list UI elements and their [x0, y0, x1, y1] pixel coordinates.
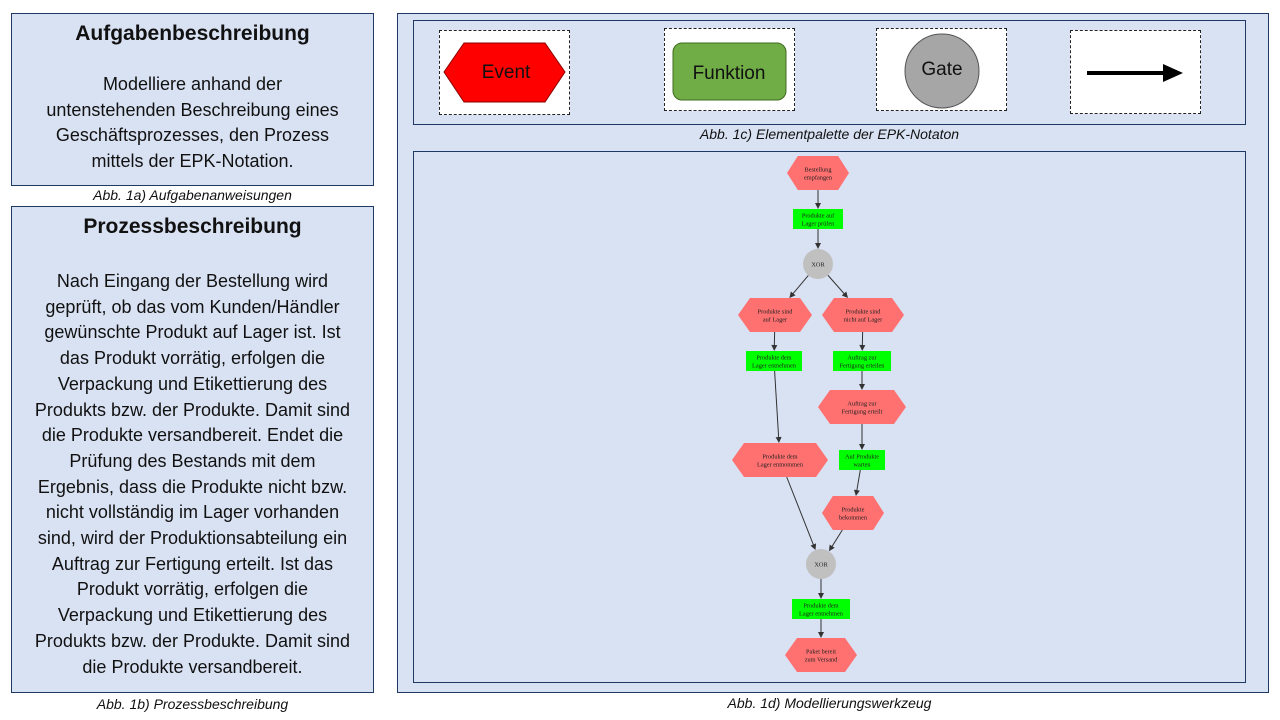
node-label: Auf Produkte: [845, 454, 879, 461]
node-label: Produkte dem: [762, 454, 797, 461]
edge-n6-n9[interactable]: [774, 370, 780, 439]
event-shape: [818, 390, 906, 424]
event-shape: Event: [443, 42, 566, 103]
edge-n9-n12[interactable]: [786, 476, 815, 546]
palette-caption: Abb. 1c) Elementpalette der EPK-Notaton: [699, 126, 960, 142]
edge-arrowhead: [771, 344, 778, 351]
edge-arrowhead: [815, 243, 821, 249]
function-shape: [839, 450, 885, 470]
node-label: Lager entnehmen: [799, 611, 844, 618]
event-shape: [785, 638, 857, 672]
edge-arrowhead: [841, 291, 848, 298]
edge-arrowhead: [859, 344, 866, 351]
gate-node-n3[interactable]: XOR: [803, 249, 833, 279]
edge-arrowhead: [815, 203, 821, 209]
event-shape: [732, 443, 828, 477]
process-title: Prozessbeschreibung: [83, 215, 302, 238]
edge-arrowhead: [818, 632, 824, 638]
edge-arrowhead: [810, 543, 817, 551]
node-label: zum Versand: [805, 657, 838, 664]
edge-arrowhead: [859, 384, 865, 390]
function-shape: [792, 599, 850, 619]
palette-gate-label: Gate: [921, 59, 962, 80]
process-panel: Prozessbeschreibung Nach Eingang der Bes…: [11, 206, 374, 693]
gate-shape: [806, 549, 836, 579]
palette-function[interactable]: Funktion: [664, 28, 795, 111]
gate-shape: [803, 249, 833, 279]
node-label: Produkte auf: [802, 213, 835, 220]
node-label: Auftrag zur: [847, 355, 877, 362]
function-shape: [793, 209, 843, 229]
task-panel: Aufgabenbeschreibung Modelliere anhand d…: [11, 13, 374, 186]
edge-n10-n11[interactable]: [856, 469, 861, 492]
edge-n3-n5[interactable]: [827, 274, 846, 295]
node-label: bekommen: [839, 515, 868, 522]
task-title: Aufgabenbeschreibung: [75, 22, 310, 45]
node-label: Lager entnommen: [757, 462, 804, 469]
node-label: empfangen: [804, 175, 833, 182]
node-label: Lager prüfen: [802, 221, 836, 228]
palette-connector[interactable]: [1070, 30, 1201, 114]
event-shape: [822, 496, 884, 530]
event-shape: [822, 298, 904, 332]
palette-gate[interactable]: Gate: [876, 28, 1007, 111]
node-label: Produkte sind: [846, 309, 882, 316]
gate-shape: Gate: [904, 33, 980, 109]
function-shape: [746, 351, 802, 371]
node-label: Bestellung: [805, 167, 833, 174]
node-label: XOR: [814, 562, 828, 569]
node-label: warten: [853, 462, 871, 469]
node-label: Produkte sind: [758, 309, 794, 316]
edge-arrowhead: [853, 489, 860, 496]
edge-n3-n4[interactable]: [792, 275, 809, 295]
palette-event[interactable]: Event: [439, 30, 570, 115]
node-label: Fertigung erteilt: [842, 409, 883, 416]
function-shape: [833, 351, 891, 371]
node-label: XOR: [811, 262, 825, 269]
task-text: Modelliere anhand der untenstehenden Bes…: [46, 74, 339, 172]
event-shape: [787, 156, 849, 190]
node-label: auf Lager: [763, 317, 788, 324]
node-label: Produkte dem: [803, 603, 838, 610]
gate-node-n12[interactable]: XOR: [806, 549, 836, 579]
edge-arrowhead: [818, 593, 824, 599]
node-label: Paket bereit: [806, 649, 836, 656]
arrow-icon: [1087, 64, 1183, 82]
node-label: Auftrag zur: [847, 401, 877, 408]
node-label: Fertigung erteilen: [840, 363, 886, 370]
task-caption: Abb. 1a) Aufgabenanweisungen: [93, 187, 292, 203]
edge-arrowhead: [859, 444, 865, 450]
process-caption: Abb. 1b) Prozessbeschreibung: [96, 696, 289, 712]
modeler-caption: Abb. 1d) Modellierungswerkzeug: [727, 695, 932, 711]
node-label: Produkte dem: [756, 355, 791, 362]
palette-function-label: Funktion: [693, 63, 766, 84]
process-text: Nach Eingang der Bestellung wird geprüft…: [34, 271, 351, 677]
node-label: Produkte: [842, 507, 865, 514]
node-label: nicht auf Lager: [844, 317, 883, 324]
edge-arrowhead: [789, 291, 796, 298]
function-shape: Funktion: [672, 42, 787, 101]
event-shape: [738, 298, 812, 332]
edge-arrowhead: [828, 544, 835, 552]
edge-arrowhead: [775, 436, 782, 443]
palette-event-label: Event: [482, 62, 531, 83]
node-label: Lager entnehmen: [752, 363, 797, 370]
edge-n11-n12[interactable]: [831, 529, 843, 548]
